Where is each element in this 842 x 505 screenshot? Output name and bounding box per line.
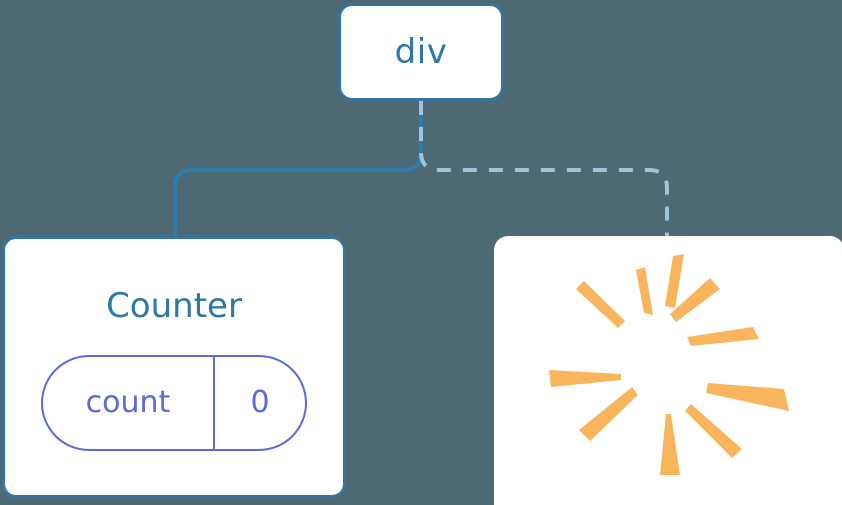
ray-nne [670,278,720,322]
ray-se [685,404,742,458]
state-pill-count[interactable]: count 0 [41,355,307,451]
state-value-label: 0 [250,385,270,420]
ray-e [706,383,789,411]
edge-div-to-counter [173,99,423,239]
state-key-label: count [43,357,215,449]
node-counter[interactable]: Counter count 0 [2,236,346,498]
sparkle-burst-icon [549,254,789,475]
ray-ne [687,327,759,346]
node-sparkle[interactable] [494,236,842,505]
ray-nw [576,281,625,328]
node-div-label: div [394,32,448,72]
ray-s [660,414,680,475]
node-div[interactable]: div [338,3,504,101]
ray-sw [579,387,638,441]
edge-div-to-sparkle [419,101,669,237]
ray-nnw [636,267,653,315]
ray-w [549,370,621,387]
ray-n [665,254,684,308]
node-counter-label: Counter [106,286,242,326]
